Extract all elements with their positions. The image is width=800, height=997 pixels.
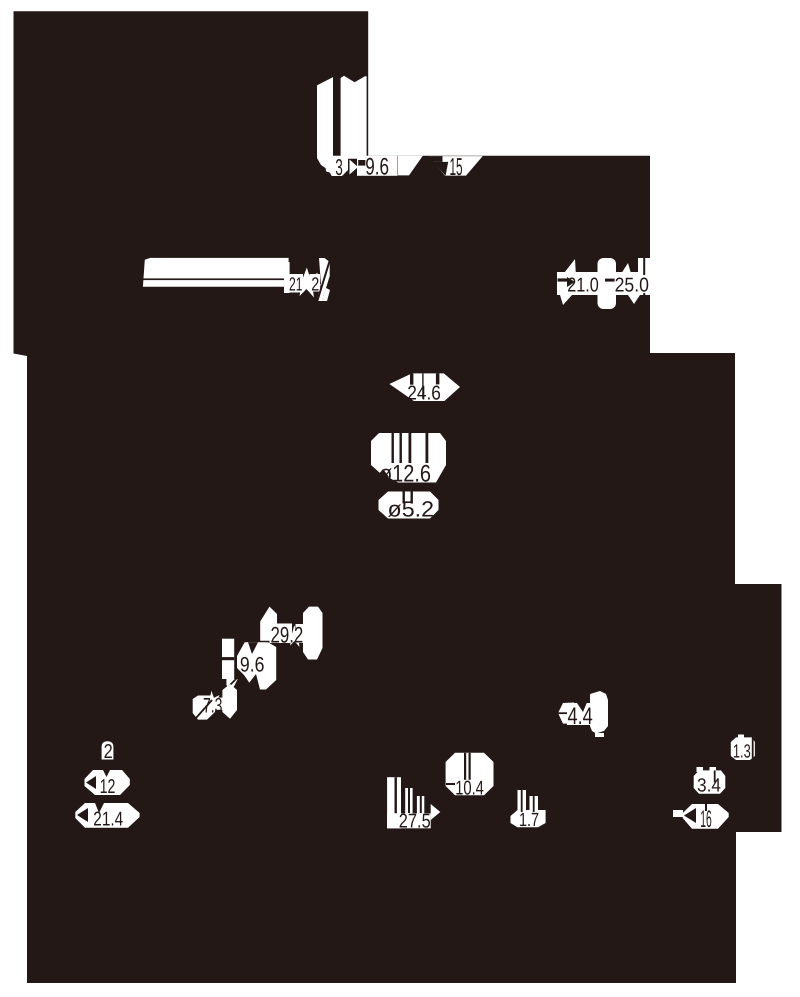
- svg-text:7.3: 7.3: [203, 695, 222, 718]
- svg-text:1.3: 1.3: [733, 742, 751, 763]
- svg-text:24.6: 24.6: [407, 382, 441, 404]
- svg-text:ø5.2: ø5.2: [388, 497, 435, 522]
- svg-text:9.6: 9.6: [365, 154, 389, 181]
- svg-text:ø12.6: ø12.6: [380, 461, 431, 488]
- svg-text:21: 21: [289, 275, 303, 296]
- svg-text:16: 16: [700, 806, 712, 833]
- svg-text:9.6: 9.6: [240, 654, 265, 677]
- svg-text:27.5: 27.5: [399, 810, 431, 832]
- svg-text:3: 3: [335, 154, 342, 180]
- svg-text:2: 2: [104, 741, 113, 763]
- svg-text:12: 12: [100, 776, 116, 798]
- svg-text:21.4: 21.4: [93, 809, 123, 831]
- svg-text:2: 2: [311, 275, 319, 296]
- svg-text:29.2: 29.2: [271, 622, 304, 647]
- svg-text:3.4: 3.4: [697, 776, 721, 797]
- svg-text:10.4: 10.4: [455, 778, 484, 800]
- svg-text:15: 15: [450, 154, 463, 181]
- svg-text:21.0: 21.0: [567, 274, 599, 296]
- svg-text:25.0: 25.0: [615, 274, 649, 296]
- svg-text:4.4: 4.4: [568, 703, 593, 730]
- svg-text:1.7: 1.7: [519, 810, 539, 831]
